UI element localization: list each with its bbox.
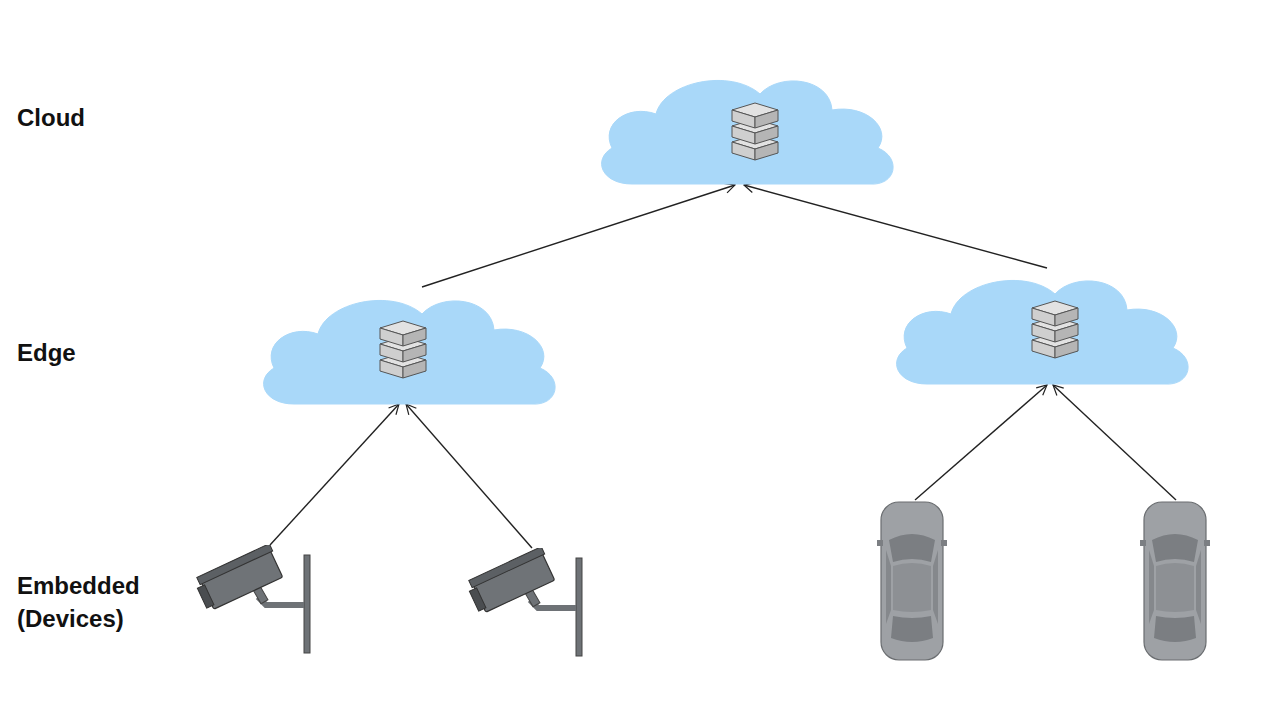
server-icon <box>732 103 778 160</box>
camera-icon <box>193 544 310 653</box>
tier-label: Edge <box>17 336 76 369</box>
uplink-arrow <box>270 404 399 545</box>
cloud-shape <box>264 300 556 404</box>
tier-label: Embedded (Devices) <box>17 569 147 635</box>
cloud-shape <box>897 280 1189 384</box>
server-icon <box>1032 301 1078 358</box>
uplink-arrow <box>1053 385 1176 500</box>
uplink-arrow <box>744 185 1047 268</box>
car-icon <box>1140 502 1210 660</box>
camera-icon <box>465 547 582 656</box>
server-icon <box>380 321 426 378</box>
uplink-arrow <box>422 185 735 287</box>
cloud-shape <box>602 80 894 184</box>
uplink-arrow <box>915 385 1047 500</box>
car-icon <box>877 502 947 660</box>
tier-label: Cloud <box>17 101 85 134</box>
uplink-arrow <box>406 404 532 548</box>
